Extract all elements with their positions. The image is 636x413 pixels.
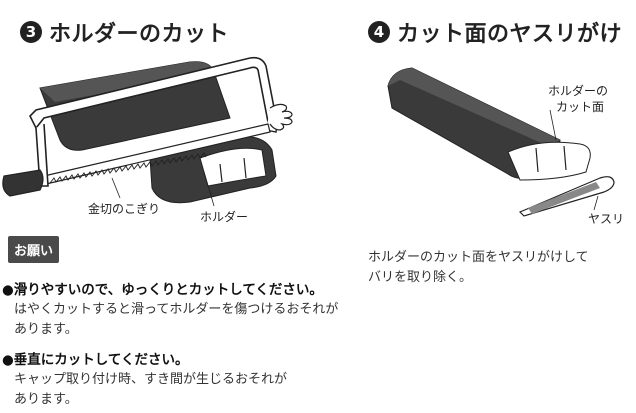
note-line: はやくカットすると滑ってホルダーを傷つけるおそれが (14, 302, 339, 317)
hand-icon (269, 103, 293, 131)
step4-description: ホルダーのカット面をヤスリがけして バリを取り除く。 (368, 248, 589, 288)
step4-title: 4 カット面のヤスリがけ (368, 16, 622, 48)
description-line: ホルダーのカット面をヤスリがけして (368, 250, 589, 265)
holder-cut-face (507, 141, 591, 181)
note-line: あります。 (14, 322, 78, 337)
step3-heading: ホルダーのカット (49, 22, 230, 47)
cut-face-label-line2: カット面 (556, 100, 605, 114)
file-label: ヤスリ (588, 212, 625, 226)
note-line: キャップ取り付け時、すき間が生じるおそれが (14, 372, 288, 387)
note-2: ●垂直にカットしてください。 キャップ取り付け時、すき間が生じるおそれが ありま… (2, 348, 287, 410)
step-number-badge: 4 (368, 21, 390, 43)
note-body: はやくカットすると滑ってホルダーを傷つけるおそれが あります。 (2, 300, 338, 340)
step3-title: 3 ホルダーのカット (20, 16, 229, 48)
filing-illustration (387, 67, 615, 217)
step4-heading: カット面のヤスリがけ (397, 22, 623, 47)
description-line: バリを取り除く。 (368, 270, 473, 285)
note-1: ●滑りやすいので、ゆっくりとカットしてください。 はやくカットすると滑ってホルダ… (2, 278, 338, 340)
step-number-badge: 3 (20, 21, 42, 43)
note-body: キャップ取り付け時、すき間が生じるおそれが あります。 (2, 370, 287, 410)
note-heading: ●垂直にカットしてください。 (2, 352, 189, 368)
request-badge: お願い (8, 236, 60, 263)
hacksaw-handle (2, 169, 44, 197)
note-line: あります。 (14, 392, 78, 407)
hacksaw-cutting-illustration (2, 56, 293, 207)
cut-face-label-line1: ホルダーの (548, 84, 609, 98)
saw-label: 金切のこぎり (88, 202, 161, 216)
holder-label: ホルダー (200, 210, 249, 224)
note-heading: ●滑りやすいので、ゆっくりとカットしてください。 (2, 282, 323, 298)
